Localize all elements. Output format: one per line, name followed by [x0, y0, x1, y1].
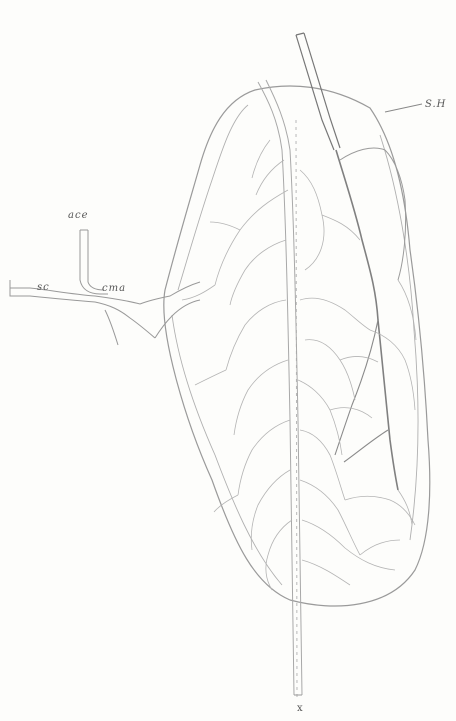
label-cma: cma	[102, 283, 126, 294]
label-x: x	[297, 703, 304, 714]
label-sc: sc	[37, 282, 50, 293]
dark-tube-left	[296, 35, 334, 150]
main-vessel-left-wall	[258, 82, 294, 695]
dark-tube-cap	[296, 33, 304, 35]
label-sh: S.H	[425, 99, 446, 110]
dotted-midline	[296, 120, 297, 700]
label-ace: ace	[68, 210, 88, 221]
dark-branch	[336, 150, 398, 490]
dark-tube-right	[304, 33, 340, 148]
